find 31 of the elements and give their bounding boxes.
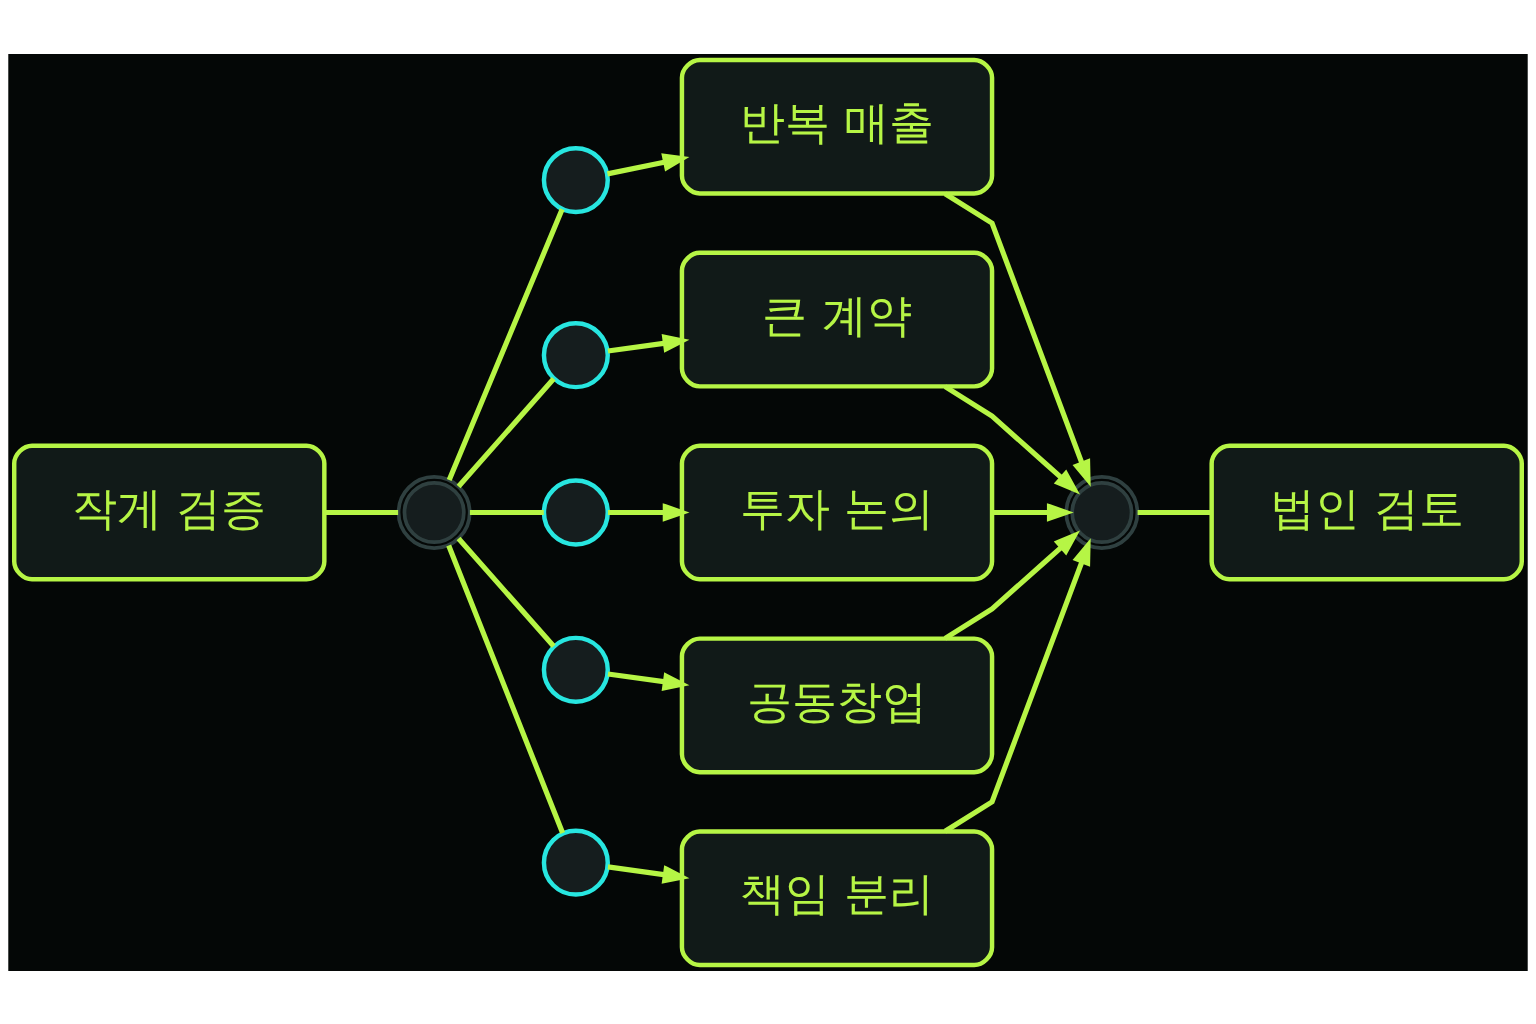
arrow — [943, 191, 1091, 487]
arrow — [606, 152, 690, 176]
node-box: 투자 논의 — [679, 443, 995, 581]
connector — [456, 536, 556, 648]
connector — [456, 376, 556, 488]
arrow — [943, 530, 1081, 641]
arrow — [607, 863, 690, 884]
connector — [1137, 509, 1212, 515]
arrow — [992, 502, 1074, 522]
connector — [446, 207, 565, 481]
node-box: 법인 검토 — [1209, 443, 1524, 581]
node-circle — [541, 828, 610, 897]
node-circle — [541, 145, 610, 214]
arrow — [943, 537, 1091, 833]
arrow — [607, 333, 690, 354]
node-circle — [396, 474, 472, 550]
node-box: 반복 매출 — [679, 57, 995, 196]
node-box: 책임 분리 — [679, 828, 995, 967]
node-box: 공동창업 — [679, 635, 995, 774]
node-box: 큰 계약 — [679, 250, 995, 389]
connector — [446, 544, 566, 834]
node-circle — [541, 635, 610, 704]
connector — [324, 509, 399, 515]
connector — [469, 509, 544, 515]
arrow — [943, 383, 1081, 494]
node-box: 작게 검증 — [12, 443, 327, 581]
arrow — [607, 502, 690, 522]
node-circle — [541, 320, 610, 389]
node-circle — [541, 477, 610, 547]
node-circle — [1064, 474, 1140, 550]
arrow — [607, 670, 690, 691]
